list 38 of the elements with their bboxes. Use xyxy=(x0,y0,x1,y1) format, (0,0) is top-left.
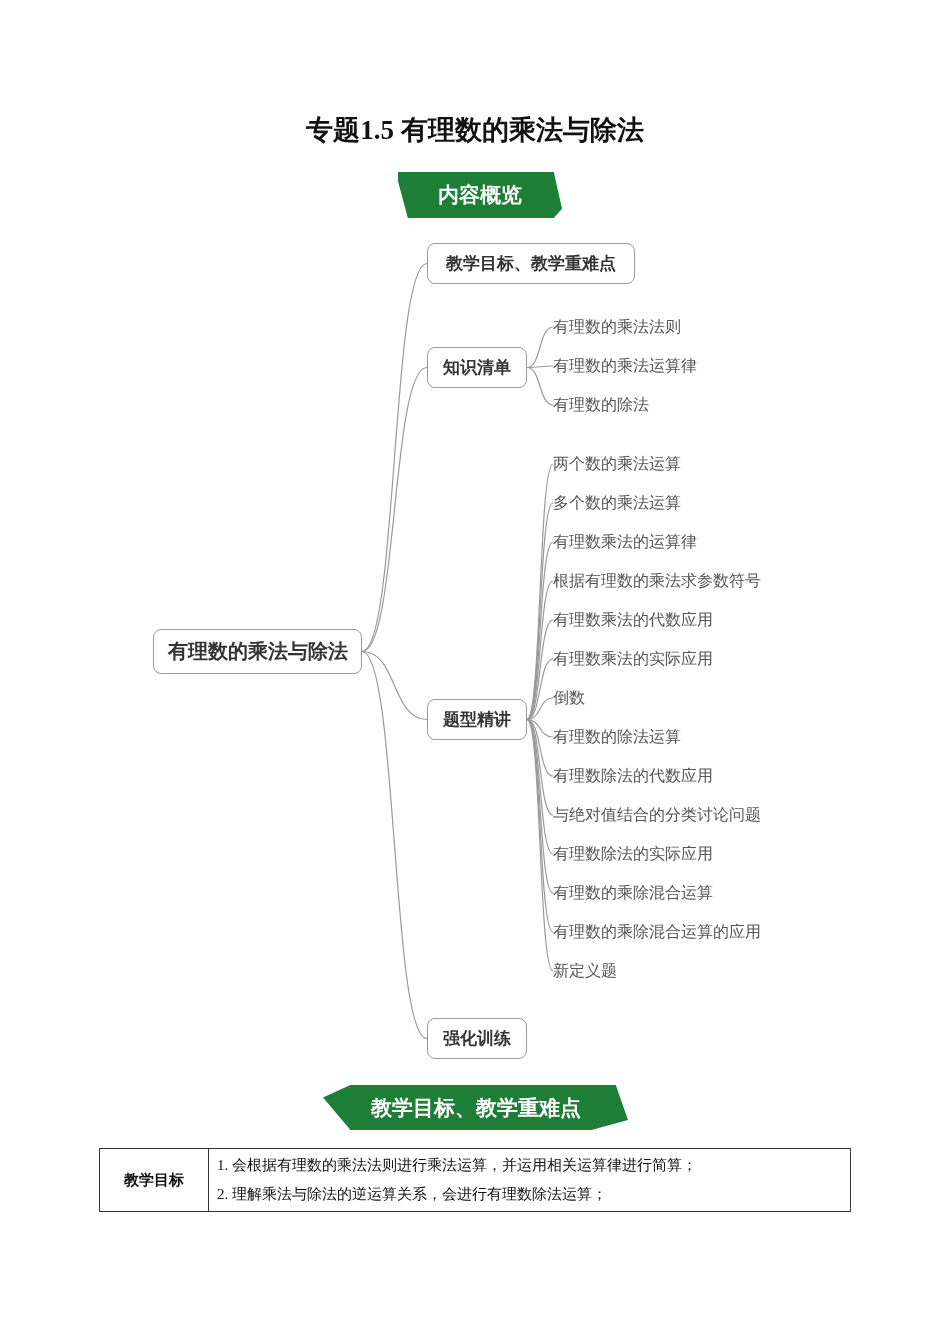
banner-title: 内容概览 xyxy=(438,182,522,208)
connector-line xyxy=(526,463,554,721)
topic-box: 教学目标、教学重难点 xyxy=(427,243,635,284)
subtopic-label: 两个数的乘法运算 xyxy=(553,453,681,475)
connector-line xyxy=(361,650,428,1040)
subtopic-label: 倒数 xyxy=(553,687,585,709)
banner-title: 教学目标、教学重难点 xyxy=(370,1094,581,1121)
subtopic-label: 有理数的乘除混合运算 xyxy=(553,882,713,904)
subtopic-label: 多个数的乘法运算 xyxy=(553,492,681,514)
objective-text: 2. 理解乘法与除法的逆运算关系，会进行有理数除法运算； xyxy=(217,1185,608,1204)
subtopic-label: 与绝对值结合的分类讨论问题 xyxy=(553,804,761,826)
section-banner xyxy=(323,1085,628,1130)
connector-line xyxy=(526,718,554,972)
subtopic-label: 根据有理数的乘法求参数符号 xyxy=(553,570,761,592)
topic-box: 有理数的乘法与除法 xyxy=(153,629,362,674)
topic-box: 强化训练 xyxy=(427,1018,527,1059)
topic-box: 知识清单 xyxy=(427,347,527,388)
objective-text: 1. 会根据有理数的乘法法则进行乘法运算，并运用相关运算律进行简算； xyxy=(217,1156,698,1175)
subtopic-label: 有理数的乘法运算律 xyxy=(553,355,697,377)
subtopic-label: 有理数的乘除混合运算的应用 xyxy=(553,921,761,943)
section-banner xyxy=(398,172,562,218)
connector-line xyxy=(526,718,554,894)
subtopic-label: 有理数除法的代数应用 xyxy=(553,765,713,787)
subtopic-label: 有理数的乘法法则 xyxy=(553,316,681,338)
subtopic-label: 有理数乘法的代数应用 xyxy=(553,609,713,631)
row-header: 教学目标 xyxy=(124,1170,184,1188)
subtopic-label: 有理数乘法的实际应用 xyxy=(553,648,713,670)
connector-line xyxy=(361,366,428,653)
subtopic-label: 有理数的除法 xyxy=(553,394,649,416)
topic-box: 题型精讲 xyxy=(427,699,527,740)
subtopic-label: 有理数乘法的运算律 xyxy=(553,531,697,553)
page-title: 专题1.5 有理数的乘法与除法 xyxy=(305,114,645,147)
connector-line xyxy=(526,366,554,406)
connector-line xyxy=(361,650,428,721)
subtopic-label: 有理数的除法运算 xyxy=(553,726,681,748)
subtopic-label: 新定义题 xyxy=(553,960,617,982)
connector-line xyxy=(526,326,554,369)
subtopic-label: 有理数除法的实际应用 xyxy=(553,843,713,865)
